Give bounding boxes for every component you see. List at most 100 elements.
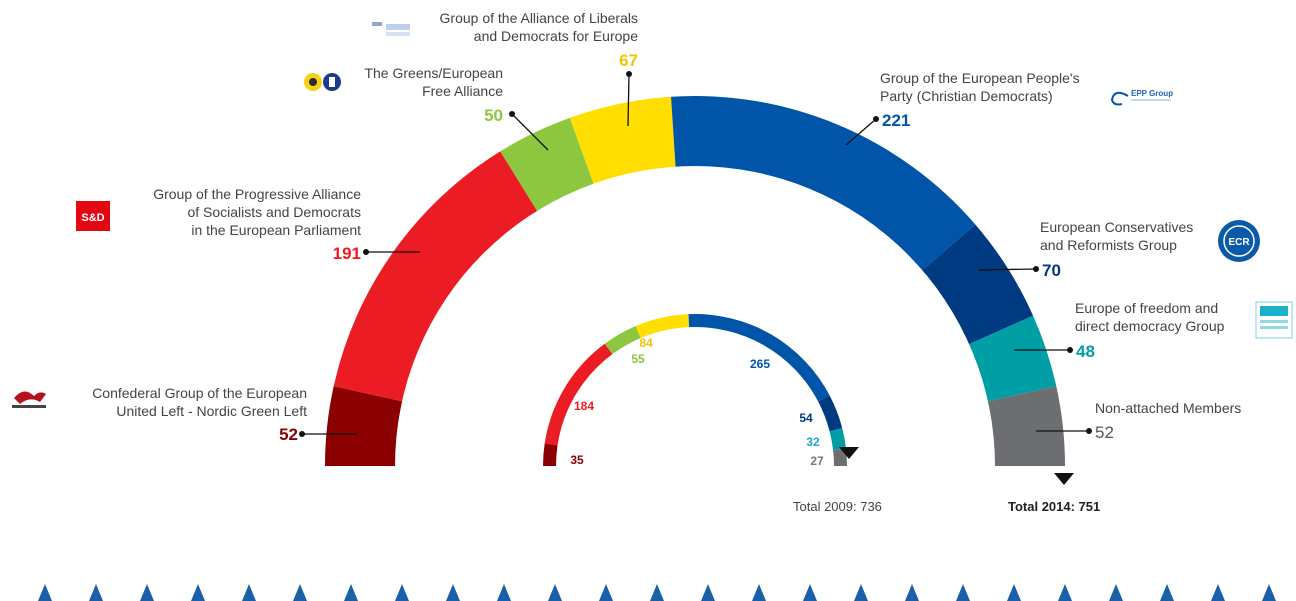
alde-mark bbox=[386, 32, 410, 36]
seat-count-2009: 84 bbox=[639, 336, 653, 350]
greens-efa-logo bbox=[304, 73, 341, 91]
alde-mark bbox=[386, 24, 410, 30]
outer-ring-2014 bbox=[325, 96, 1065, 467]
ecr-logo-text: ECR bbox=[1228, 237, 1250, 248]
triangle-seat-marker-icon bbox=[905, 584, 919, 601]
triangle-seat-marker-icon bbox=[293, 584, 307, 601]
triangle-down-arrow-icon bbox=[839, 447, 859, 459]
leader-dot bbox=[1033, 266, 1039, 272]
ecr-logo: ECR bbox=[1218, 220, 1260, 262]
alde-mark bbox=[372, 22, 382, 26]
group-label-line: The Greens/European bbox=[364, 65, 503, 81]
triangle-seat-marker-icon bbox=[1160, 584, 1174, 601]
epp-subline bbox=[1131, 99, 1171, 101]
seat-count-2014: 48 bbox=[1076, 342, 1095, 361]
seat-marker-row bbox=[38, 584, 1276, 601]
seat-count-2014: 50 bbox=[484, 106, 503, 125]
seat-count-2009: 27 bbox=[810, 454, 824, 468]
triangle-seat-marker-icon bbox=[1211, 584, 1225, 601]
leader-line bbox=[978, 268, 1037, 271]
inner-segment bbox=[818, 395, 843, 432]
group-label-line: European Conservatives bbox=[1040, 219, 1193, 235]
epp-logo: EPP Group bbox=[1110, 89, 1173, 106]
leader-dot bbox=[1067, 347, 1073, 353]
triangle-seat-marker-icon bbox=[242, 584, 256, 601]
group-label: European Conservatives and Reformists Gro… bbox=[1040, 219, 1193, 253]
triangle-down-arrow-icon bbox=[1054, 473, 1074, 485]
seat-count-2014: 191 bbox=[333, 244, 361, 263]
gue-ngl-mark bbox=[14, 391, 46, 404]
triangle-seat-marker-icon bbox=[191, 584, 205, 601]
seat-count-2014: 67 bbox=[619, 51, 638, 70]
alde-logo bbox=[372, 22, 410, 36]
triangle-seat-marker-icon bbox=[599, 584, 613, 601]
group-label-line: Non-attached Members bbox=[1095, 400, 1241, 416]
sunflower-center bbox=[309, 78, 317, 86]
leader-dot bbox=[509, 111, 515, 117]
leader-dot bbox=[873, 116, 879, 122]
triangle-seat-marker-icon bbox=[752, 584, 766, 601]
sd-logo-box bbox=[76, 201, 110, 231]
group-label-line: Free Alliance bbox=[422, 83, 503, 99]
group-label-line: Party (Christian Democrats) bbox=[880, 88, 1053, 104]
group-label-line: United Left - Nordic Green Left bbox=[116, 403, 307, 419]
group-label-line: and Democrats for Europe bbox=[474, 28, 638, 44]
seat-count-2014: 52 bbox=[279, 425, 298, 444]
inner-segment bbox=[604, 326, 641, 355]
triangle-seat-marker-icon bbox=[395, 584, 409, 601]
group-label-line: Group of the European People's bbox=[880, 70, 1080, 86]
triangle-seat-marker-icon bbox=[803, 584, 817, 601]
inner-segment bbox=[688, 314, 830, 402]
inner-ring-2009 bbox=[543, 314, 847, 466]
gue-ngl-bar bbox=[12, 405, 46, 408]
triangle-seat-marker-icon bbox=[140, 584, 154, 601]
triangle-seat-marker-icon bbox=[701, 584, 715, 601]
group-label-line: and Reformists Group bbox=[1040, 237, 1177, 253]
group-label-line: Group of the Alliance of Liberals bbox=[440, 10, 638, 26]
triangle-seat-marker-icon bbox=[89, 584, 103, 601]
inner-segment bbox=[833, 448, 847, 466]
triangle-seat-marker-icon bbox=[446, 584, 460, 601]
inner-segment bbox=[635, 314, 690, 339]
total-2014-label: Total 2014: 751 bbox=[1008, 499, 1100, 514]
triangle-seat-marker-icon bbox=[344, 584, 358, 601]
seat-count-2009: 184 bbox=[574, 399, 594, 413]
gue-ngl-logo bbox=[12, 391, 46, 408]
seat-count-2014: 52 bbox=[1095, 423, 1114, 442]
efdd-mark bbox=[1260, 320, 1288, 323]
inner-segment bbox=[543, 443, 558, 466]
triangle-seat-marker-icon bbox=[38, 584, 52, 601]
group-label-line: Confederal Group of the European bbox=[92, 385, 307, 401]
triangle-seat-marker-icon bbox=[956, 584, 970, 601]
efa-mark bbox=[329, 77, 335, 87]
triangle-seat-marker-icon bbox=[1058, 584, 1072, 601]
triangle-seat-marker-icon bbox=[497, 584, 511, 601]
efdd-mark bbox=[1260, 306, 1288, 316]
seat-count-2009: 35 bbox=[570, 453, 584, 467]
leader-line bbox=[511, 113, 549, 151]
triangle-seat-marker-icon bbox=[548, 584, 562, 601]
leader-dot bbox=[363, 249, 369, 255]
seat-count-2009: 32 bbox=[806, 435, 820, 449]
seat-count-2009: 265 bbox=[750, 357, 770, 371]
leader-line bbox=[627, 73, 630, 127]
total-2009-label: Total 2009: 736 bbox=[793, 499, 882, 514]
group-label-line: in the European Parliament bbox=[191, 222, 361, 238]
triangle-seat-marker-icon bbox=[1109, 584, 1123, 601]
triangle-seat-marker-icon bbox=[1007, 584, 1021, 601]
triangle-seat-marker-icon bbox=[1262, 584, 1276, 601]
inner-segment bbox=[829, 428, 846, 451]
group-label: Non-attached Members bbox=[1095, 400, 1241, 416]
label-leaders bbox=[299, 71, 1092, 437]
sd-logo: S&D bbox=[76, 201, 110, 231]
group-label-line: direct democracy Group bbox=[1075, 318, 1225, 334]
